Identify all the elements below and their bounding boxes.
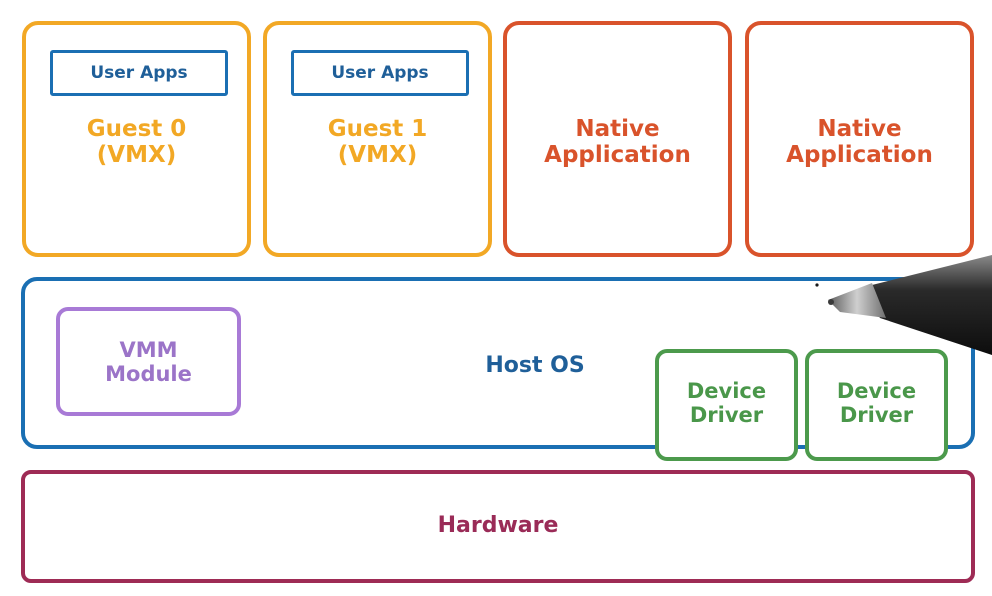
user-apps-box-guest-0: User Apps: [50, 50, 228, 96]
native-application-box-2: Native Application: [745, 21, 974, 257]
guest-0-subtitle: (VMX): [96, 141, 177, 168]
guest-0-box: User Apps Guest 0 (VMX): [22, 21, 251, 257]
hardware-label: Hardware: [437, 513, 559, 538]
device-driver-1-line2: Driver: [689, 402, 764, 427]
native-application-2-line2: Application: [786, 141, 933, 168]
device-driver-box-1: Device Driver: [655, 349, 798, 461]
vmm-module-label: VMM Module: [60, 338, 237, 386]
device-driver-2-line2: Driver: [839, 402, 914, 427]
guest-0-label: Guest 0 (VMX): [26, 116, 247, 169]
native-application-box-1: Native Application: [503, 21, 732, 257]
hardware-box: Hardware: [21, 470, 975, 583]
vmm-module-line1: VMM: [119, 338, 178, 362]
guest-1-title: Guest 1: [327, 116, 428, 142]
native-application-2-line1: Native: [817, 116, 902, 142]
device-driver-1-line1: Device: [686, 379, 767, 403]
device-driver-label-1: Device Driver: [659, 379, 794, 427]
guest-1-label: Guest 1 (VMX): [267, 116, 488, 169]
guest-0-title: Guest 0: [86, 116, 187, 142]
native-application-1-line2: Application: [544, 141, 691, 168]
guest-1-subtitle: (VMX): [337, 141, 418, 168]
vmm-module-box: VMM Module: [56, 307, 241, 416]
vmm-module-line2: Module: [105, 361, 192, 386]
native-application-1-line1: Native: [575, 116, 660, 142]
device-driver-2-line1: Device: [836, 379, 917, 403]
device-driver-label-2: Device Driver: [809, 379, 944, 427]
native-application-label-1: Native Application: [507, 116, 728, 169]
device-driver-box-2: Device Driver: [805, 349, 948, 461]
host-os-label: Host OS: [485, 353, 585, 378]
native-application-label-2: Native Application: [749, 116, 970, 169]
user-apps-box-guest-1: User Apps: [291, 50, 469, 96]
guest-1-box: User Apps Guest 1 (VMX): [263, 21, 492, 257]
